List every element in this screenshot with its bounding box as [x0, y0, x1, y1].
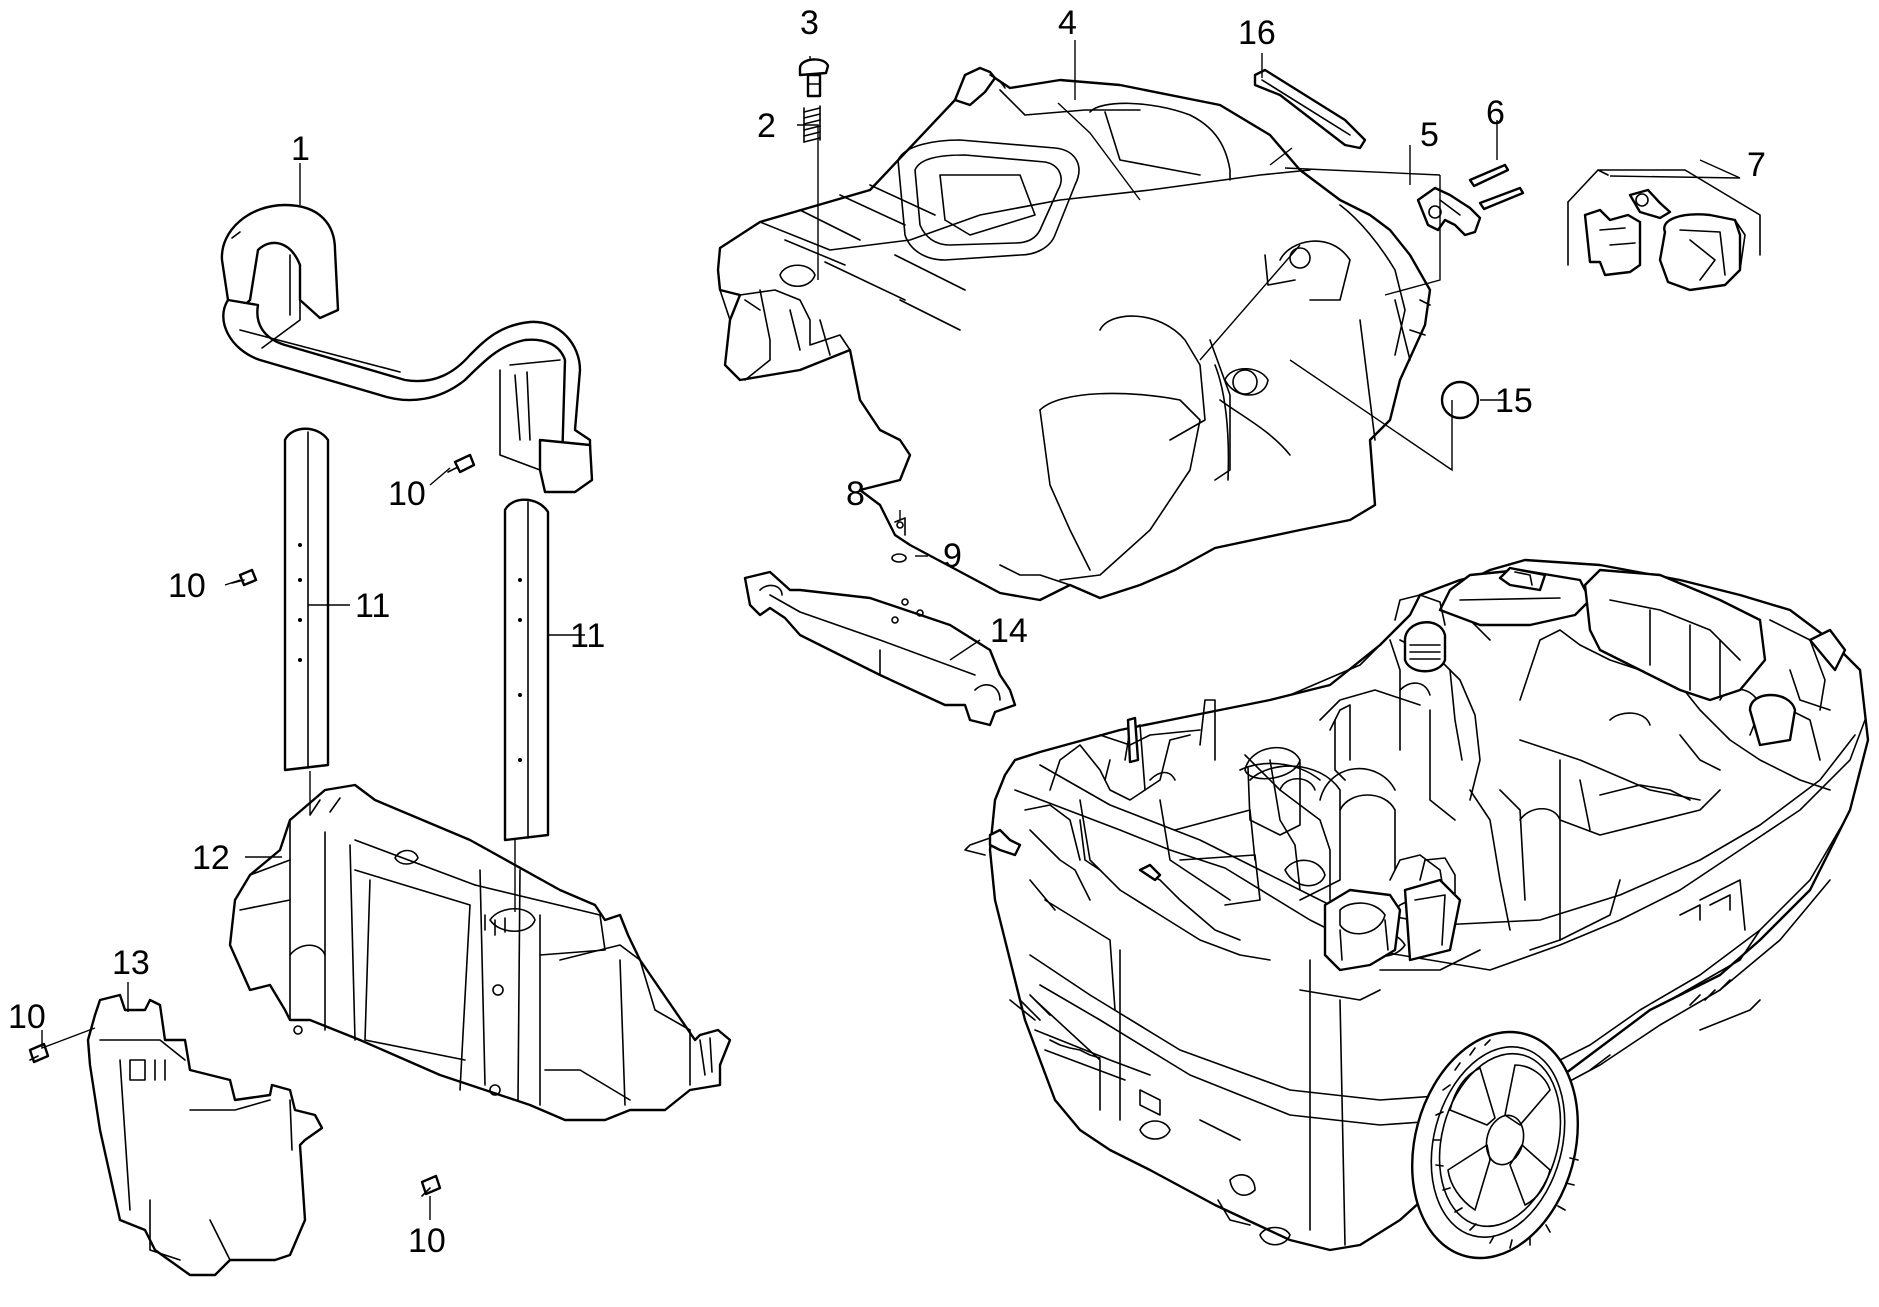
part-tube-left [283, 427, 330, 772]
screw-10-b [231, 568, 258, 587]
part-top-hood [716, 66, 1432, 602]
callout-13: 13 [112, 944, 150, 982]
leader-lines [41, 40, 1741, 1220]
screw-10-d [420, 1174, 442, 1197]
part-cap-15 [1440, 380, 1480, 420]
callout-11-a: 11 [355, 587, 390, 625]
screw-10-c [28, 1042, 50, 1064]
part-handle [220, 203, 594, 494]
callout-10-c: 10 [8, 998, 46, 1036]
callout-2: 2 [757, 107, 776, 145]
callout-4: 4 [1058, 4, 1077, 42]
part-screw-8 [894, 517, 906, 536]
part-machine-base [964, 558, 1870, 1252]
callout-5: 5 [1420, 116, 1439, 154]
callout-9: 9 [943, 537, 962, 575]
part-wheel [1410, 1030, 1580, 1260]
part-washer-9 [891, 553, 907, 563]
callout-1: 1 [291, 130, 310, 168]
callout-12: 12 [192, 839, 230, 877]
callout-10-d: 10 [408, 1222, 446, 1260]
callout-16: 16 [1238, 14, 1276, 52]
callout-15: 15 [1495, 382, 1533, 420]
callout-8: 8 [846, 475, 865, 513]
part-pin-6 [1468, 163, 1525, 211]
part-base-frame [228, 783, 732, 1122]
callout-10-a: 10 [388, 475, 426, 513]
part-screw-3 [798, 58, 830, 98]
callout-11-b: 11 [570, 617, 605, 655]
callout-7: 7 [1747, 146, 1766, 184]
part-strip [1253, 68, 1367, 150]
callout-10-b: 10 [168, 567, 206, 605]
callout-14: 14 [990, 612, 1028, 650]
callout-labels: 1 2 3 4 5 6 7 8 9 10 10 10 10 11 11 12 1… [8, 4, 1766, 1260]
callout-3: 3 [800, 4, 819, 42]
part-bracket-14 [743, 570, 1017, 727]
screw-10-a [447, 453, 476, 474]
part-rear-cover [86, 993, 324, 1277]
part-clip-5 [1416, 186, 1482, 237]
part-tube-right [503, 498, 550, 842]
callout-6: 6 [1486, 94, 1505, 132]
part-assembly-7 [1567, 169, 1761, 292]
